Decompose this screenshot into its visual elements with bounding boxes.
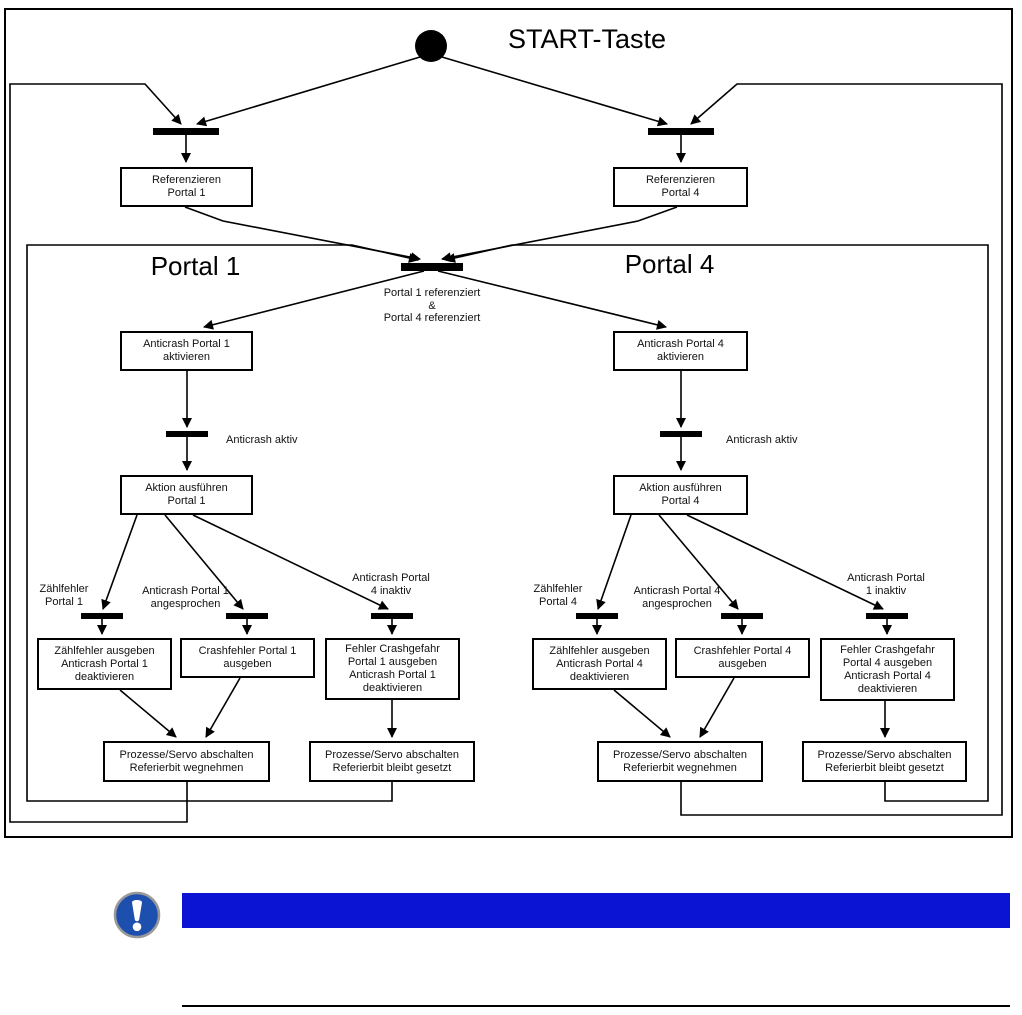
- node-referenzieren-portal1: Referenzieren Portal 1: [120, 167, 253, 207]
- label-center-condition: Portal 1 referenziert & Portal 4 referen…: [383, 287, 481, 324]
- node-prozesse-abschalten-wegnehmen-portal1: Prozesse/Servo abschalten Referierbit we…: [103, 741, 270, 782]
- node-fehler-crashgefahr-portal1: Fehler Crashgefahr Portal 1 ausgeben Ant…: [325, 638, 460, 700]
- node-prozesse-abschalten-wegnehmen-portal4: Prozesse/Servo abschalten Referierbit we…: [597, 741, 763, 782]
- portal1-heading: Portal 1: [150, 251, 241, 281]
- node-zaehlfehler-ausgeben-portal4: Zählfehler ausgeben Anticrash Portal 4 d…: [532, 638, 667, 690]
- node-crashfehler-portal1: Crashfehler Portal 1 ausgeben: [180, 638, 315, 678]
- portal4-heading: Portal 4: [624, 249, 715, 279]
- label-anticrash-aktiv-portal4: Anticrash aktiv: [726, 434, 798, 446]
- node-zaehlfehler-ausgeben-portal1: Zählfehler ausgeben Anticrash Portal 1 d…: [37, 638, 172, 690]
- node-fehler-crashgefahr-portal4: Fehler Crashgefahr Portal 4 ausgeben Ant…: [820, 638, 955, 701]
- feedback-loops: [9, 83, 1003, 823]
- node-anticrash-aktivieren-portal1: Anticrash Portal 1 aktivieren: [120, 331, 253, 371]
- arrows: [97, 56, 892, 738]
- label-zaehlfehler-portal1: Zählfehler Portal 1: [39, 583, 89, 608]
- node-aktion-ausfuehren-portal4: Aktion ausführen Portal 4: [613, 475, 748, 515]
- label-angesprochen-portal4: Anticrash Portal 4 angesprochen: [633, 585, 721, 610]
- label-zaehlfehler-portal4: Zählfehler Portal 4: [533, 583, 583, 608]
- node-anticrash-aktivieren-portal4: Anticrash Portal 4 aktivieren: [613, 331, 748, 371]
- node-aktion-ausfuehren-portal1: Aktion ausführen Portal 1: [120, 475, 253, 515]
- start-place-token: [415, 30, 447, 62]
- node-referenzieren-portal4: Referenzieren Portal 4: [613, 167, 748, 207]
- label-anticrash-aktiv-portal1: Anticrash aktiv: [226, 434, 298, 446]
- transition-bars: [81, 128, 908, 619]
- node-crashfehler-portal4: Crashfehler Portal 4 ausgeben: [675, 638, 810, 678]
- label-angesprochen-portal1: Anticrash Portal 1 angesprochen: [142, 585, 229, 610]
- diagram-frame: [4, 8, 1013, 838]
- label-inaktiv-portal4: Anticrash Portal 1 inaktiv: [847, 572, 925, 597]
- diagram-title: START-Taste: [508, 24, 667, 54]
- node-prozesse-abschalten-bleibt-portal4: Prozesse/Servo abschalten Referierbit bl…: [802, 741, 967, 782]
- node-prozesse-abschalten-bleibt-portal1: Prozesse/Servo abschalten Referierbit bl…: [309, 741, 475, 782]
- attention-icon: [113, 891, 161, 939]
- bottom-divider: [182, 1005, 1010, 1007]
- note-banner: [182, 893, 1010, 928]
- label-inaktiv-portal1: Anticrash Portal 4 inaktiv: [352, 572, 430, 597]
